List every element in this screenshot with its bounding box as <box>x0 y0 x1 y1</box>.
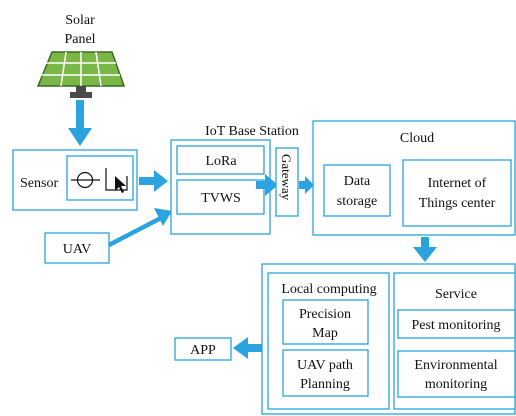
cloud-title: Cloud <box>400 131 434 146</box>
uav-label: UAV <box>63 242 92 257</box>
arrow-base-to-gateway <box>256 174 278 196</box>
tvws-box <box>176 179 265 215</box>
service-title: Service <box>435 287 477 302</box>
lora-label: LoRa <box>205 154 237 169</box>
iot-center-line1: Internet of <box>428 176 487 191</box>
pest-monitoring-label: Pest monitoring <box>411 318 500 333</box>
solar-panel-icon <box>36 51 126 98</box>
lora-box <box>176 145 265 175</box>
arrow-solar-to-sensor <box>68 100 92 146</box>
arrow-local-to-app <box>233 337 262 359</box>
precision-map-line2: Map <box>312 326 338 341</box>
uav-box <box>44 232 110 264</box>
precision-map-box <box>282 299 369 345</box>
arrow-gateway-to-cloud <box>299 176 314 194</box>
local-computing-title: Local computing <box>281 282 376 297</box>
arrow-cloud-to-local <box>413 237 437 262</box>
app-box <box>174 337 232 361</box>
pest-monitoring-box <box>397 309 516 339</box>
precision-map-line1: Precision <box>299 307 351 322</box>
env-monitoring-line1: Environmental <box>414 358 497 373</box>
solar-label-line1: Solar <box>65 13 95 28</box>
env-monitoring-box <box>397 350 516 398</box>
uav-path-box <box>282 349 369 397</box>
base-station-title: IoT Base Station <box>205 124 299 139</box>
arrow-uav-to-base <box>108 208 172 247</box>
uav-path-line1: UAV path <box>297 358 353 373</box>
tvws-label: TVWS <box>201 191 241 206</box>
iot-center-line2: Things center <box>419 196 496 211</box>
data-storage-line2: storage <box>337 194 377 209</box>
uav-path-line2: Planning <box>300 377 350 392</box>
env-monitoring-line2: monitoring <box>425 377 487 392</box>
data-storage-line1: Data <box>344 174 371 189</box>
sensor-probe-icon <box>105 168 128 193</box>
sensor-device-box <box>66 155 134 201</box>
app-label: APP <box>190 343 216 358</box>
gateway-label: Gateway <box>279 154 294 201</box>
sensor-label: Sensor <box>20 176 58 191</box>
sensor-gauge-icon <box>71 171 100 189</box>
gateway-box <box>275 147 299 217</box>
solar-label-line2: Panel <box>64 32 95 47</box>
arrow-sensor-to-base <box>139 170 168 192</box>
iot-center-box <box>402 159 512 227</box>
data-storage-box <box>323 164 391 217</box>
